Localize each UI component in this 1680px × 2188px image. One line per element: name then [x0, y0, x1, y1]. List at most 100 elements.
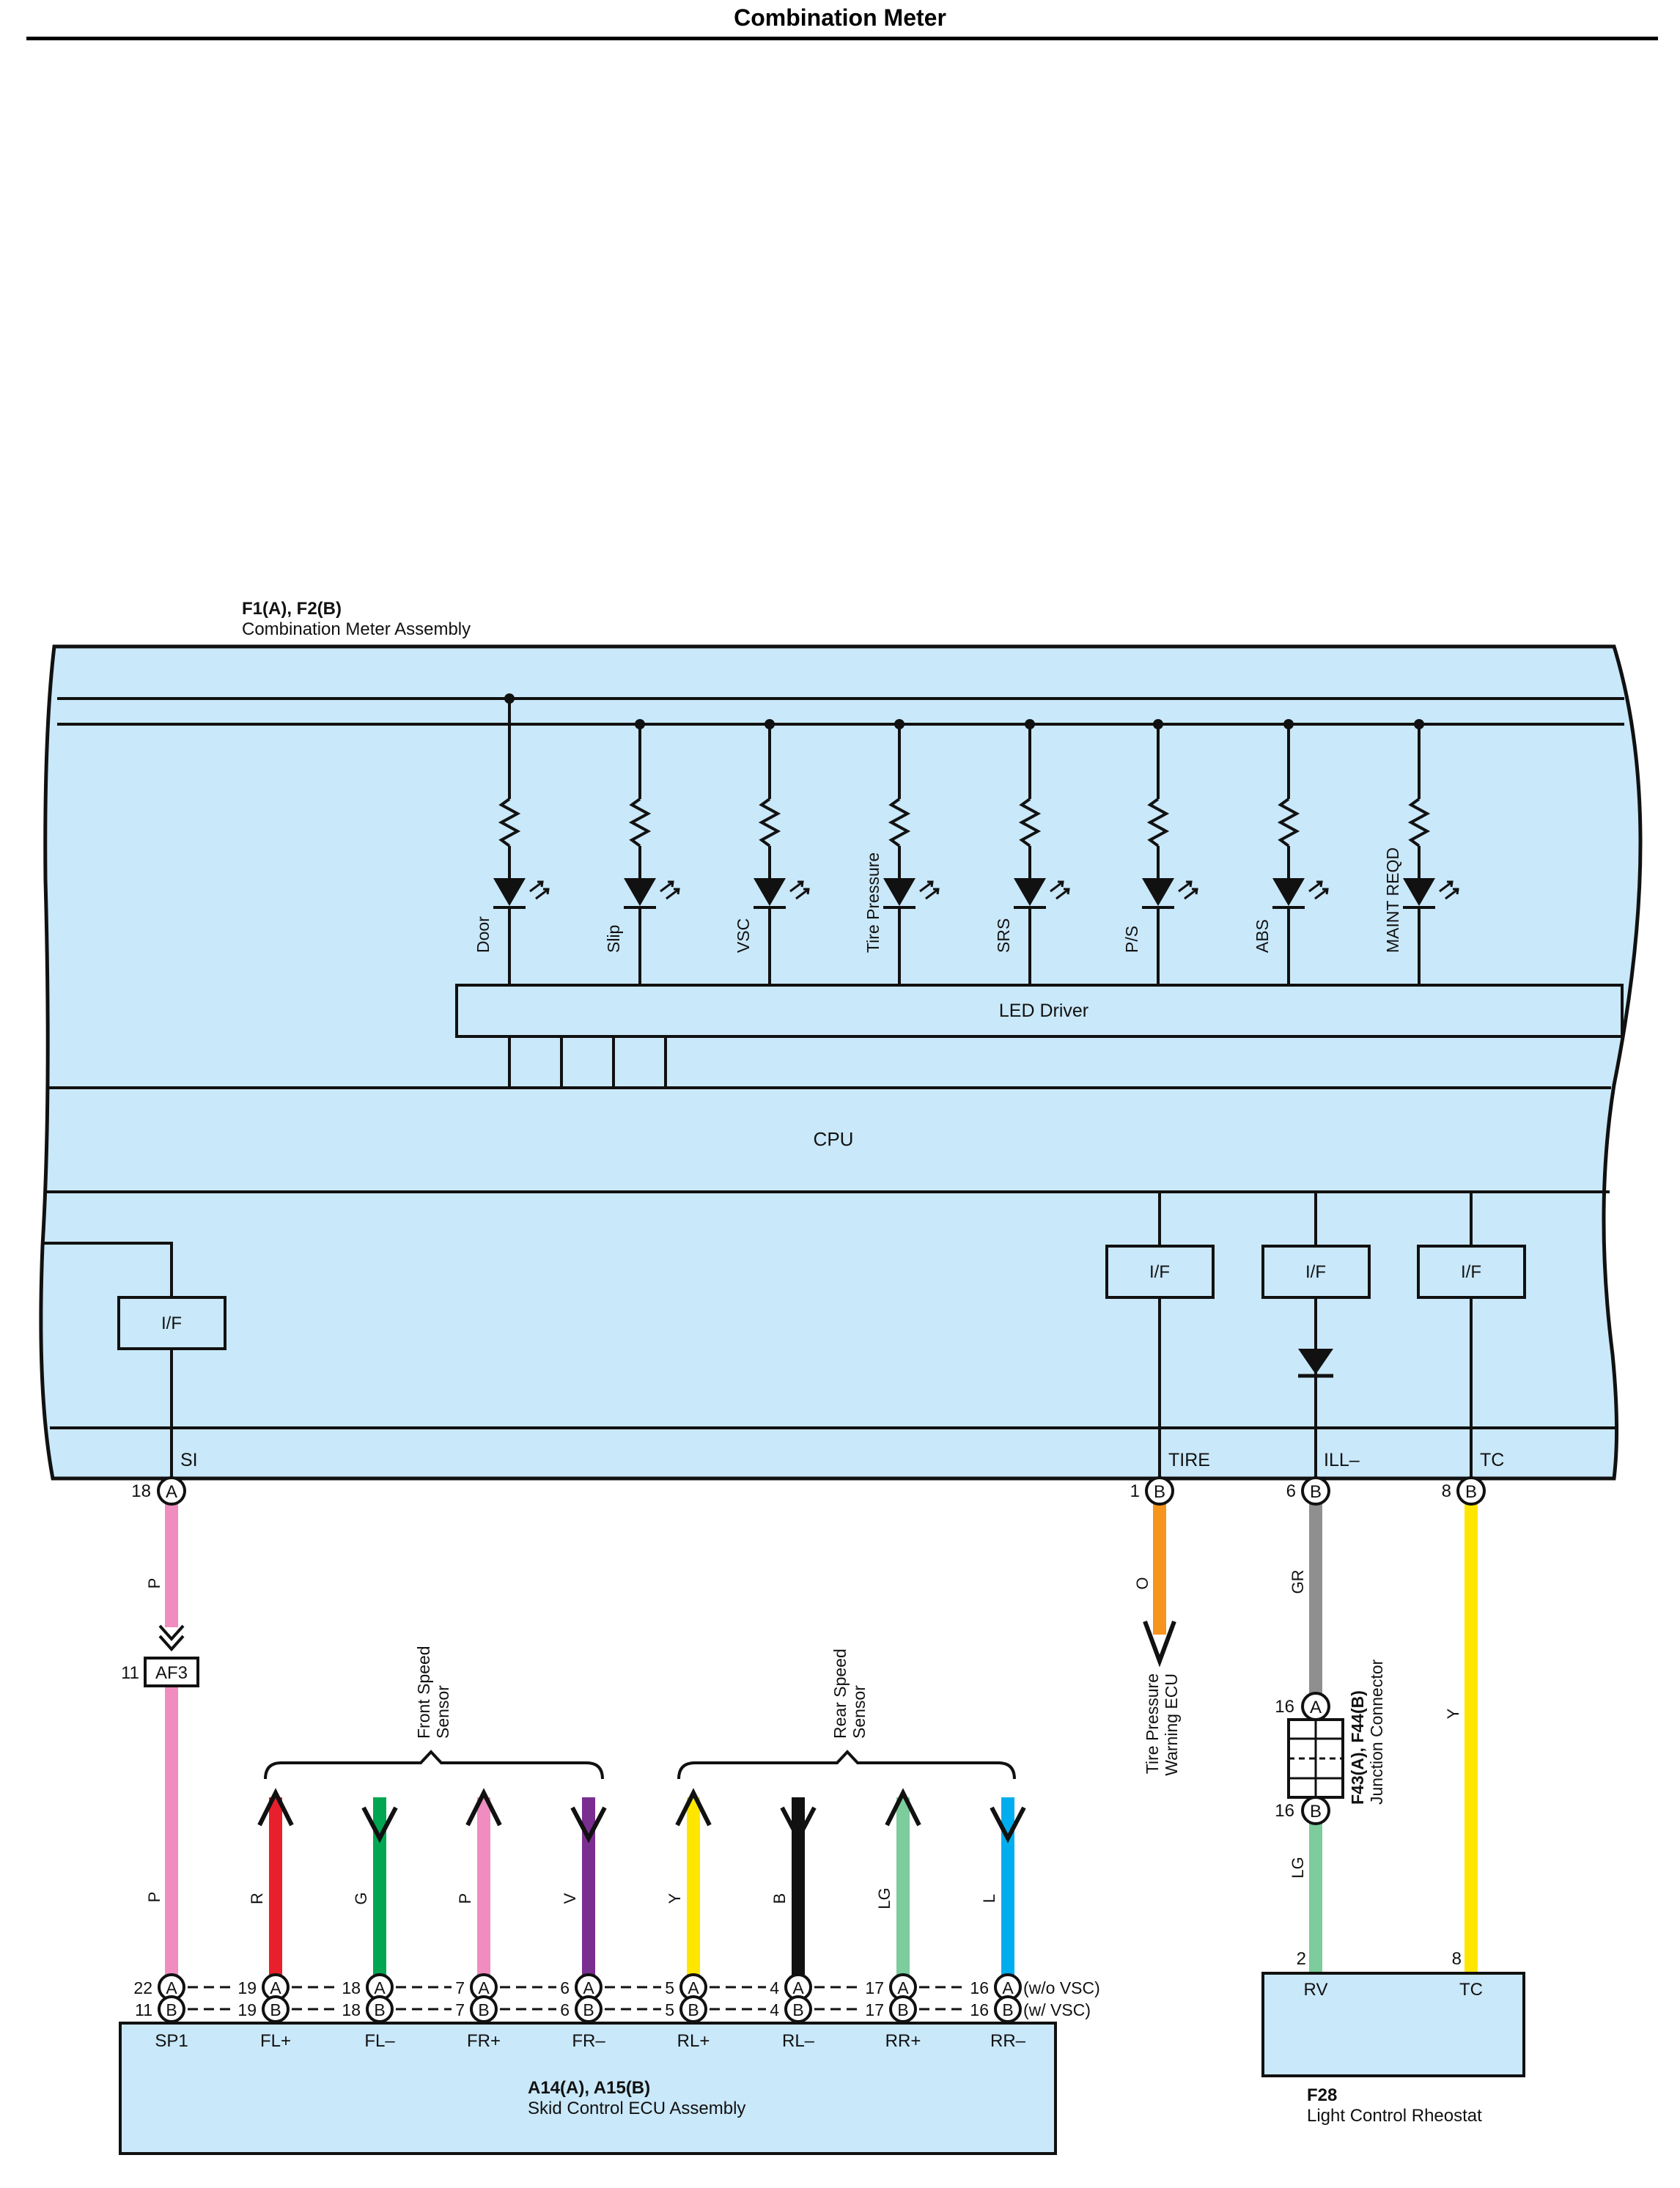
wire-si-lower-color: P	[145, 1892, 163, 1903]
ill-interface-label: I/F	[1305, 1262, 1326, 1282]
tire-interface-box	[1105, 1245, 1215, 1299]
wire-color-code: P	[456, 1893, 474, 1904]
led-indicator: Slip	[604, 719, 680, 985]
ecu-code: A14(A), A15(B)	[528, 2078, 650, 2098]
conn-b-letter: B	[270, 2000, 281, 2019]
terminal-tire: TIRE	[1168, 1450, 1210, 1470]
led-indicator: SRS	[994, 719, 1070, 985]
conn-b-letter: B	[897, 2000, 908, 2019]
led-label: VSC	[734, 918, 753, 953]
conn-a-letter: A	[270, 1978, 281, 1997]
rear-sensor-brace	[677, 1750, 1016, 1780]
af3-pin: 11	[121, 1663, 139, 1683]
title-rule	[26, 37, 1658, 40]
terminal-ill: ILL–	[1324, 1450, 1360, 1470]
led-indicator: Door	[474, 693, 550, 985]
led-label: ABS	[1253, 919, 1272, 953]
meter-name: Combination Meter Assembly	[242, 619, 471, 639]
tc-interface-box	[1417, 1245, 1526, 1299]
led-diode-icon	[1272, 878, 1305, 906]
variant-label-a: (w/o VSC)	[1023, 1978, 1100, 1997]
led-diode-icon	[883, 878, 915, 906]
junction-connector-grid	[1289, 1720, 1343, 1797]
ecu-terminal-name: FR–	[572, 2031, 605, 2051]
meter-pin-tire: B 1	[1130, 1476, 1174, 1506]
jc-pin-a: 16	[1275, 1697, 1294, 1717]
pin-a: 22	[133, 1978, 152, 1997]
jc-pin-b-circle	[1301, 1796, 1330, 1825]
front-sensor-label-2: Sensor	[433, 1685, 452, 1739]
led-label: SRS	[994, 918, 1013, 953]
pin-b: 17	[865, 2000, 884, 2019]
pin-a: 4	[770, 1978, 779, 1997]
ecu-terminal-name: FL+	[260, 2031, 291, 2051]
led-diode-icon	[624, 878, 656, 906]
rheostat-pin-rv: 2	[1297, 1949, 1306, 1969]
arrow-up-icon	[257, 1788, 294, 1827]
tc-interface-label: I/F	[1461, 1262, 1481, 1282]
variant-label-b: (w/ VSC)	[1023, 2000, 1091, 2019]
wire-color-code: L	[980, 1894, 998, 1903]
arrow-down-icon	[990, 1806, 1026, 1843]
meter-pin-ill: B 6	[1286, 1476, 1330, 1506]
arrow-up-icon	[465, 1788, 502, 1827]
wire-color-code: G	[352, 1892, 370, 1904]
pin-b: 18	[342, 2000, 361, 2019]
pin-a: 5	[665, 1978, 674, 1997]
wire-tc	[1465, 1501, 1478, 1973]
ecu-name: Skid Control ECU Assembly	[528, 2099, 745, 2118]
si-internal-wire	[43, 1242, 173, 1297]
jc-pin-b: 16	[1275, 1801, 1294, 1821]
wire-si-lower	[165, 1686, 178, 1994]
wire-tire-color: O	[1133, 1577, 1152, 1589]
svg-text:B: B	[1310, 1482, 1322, 1502]
terminal-si: SI	[180, 1450, 198, 1470]
led-light-icon	[1439, 880, 1454, 893]
meter-pin-tc: B 8	[1442, 1476, 1486, 1506]
si-interface-label: I/F	[161, 1314, 182, 1333]
conn-a-letter: A	[478, 1978, 490, 1997]
conn-b-letter: B	[1002, 2000, 1013, 2019]
led-indicator: VSC	[734, 719, 810, 985]
led-label: Slip	[604, 925, 623, 953]
skid-control-ecu-box	[119, 2022, 1057, 2155]
arrow-up-icon	[885, 1788, 921, 1827]
rheostat-pin-tc: 8	[1452, 1949, 1462, 1969]
led-light-icon	[919, 880, 934, 893]
rheostat-name: Light Control Rheostat	[1307, 2106, 1482, 2126]
meter-assembly-box	[39, 644, 1643, 1481]
wire-color-code: B	[770, 1893, 789, 1904]
conn-a-letter: A	[166, 1978, 177, 1997]
wire-color-code: Y	[666, 1893, 684, 1904]
rheostat-terminal-tc: TC	[1459, 1980, 1483, 2000]
conn-b-letter: B	[688, 2000, 699, 2019]
pin-b: 16	[970, 2000, 989, 2019]
tire-arrow-icon	[1143, 1620, 1176, 1668]
wire-si-upper	[165, 1501, 178, 1627]
led-label: Door	[474, 916, 493, 953]
ill-diode-icon	[1298, 1349, 1333, 1374]
wire-ill-upper-color: GR	[1289, 1570, 1307, 1594]
ecu-terminal-name: RR–	[990, 2031, 1026, 2051]
ecu-wires: AB2211SP1RAB1919FL+GAB1818FL–PAB77FR+VAB…	[133, 1788, 1100, 2051]
conn-a-letter: A	[1002, 1978, 1014, 1997]
led-indicator: P/S	[1122, 719, 1198, 985]
ecu-terminal-name: SP1	[155, 2031, 188, 2051]
arrow-down-icon	[780, 1806, 817, 1843]
conn-a-letter: A	[583, 1978, 594, 1997]
led-label: MAINT REQD	[1383, 847, 1402, 953]
page-title: Combination Meter	[734, 4, 946, 31]
wire-color-code: LG	[875, 1887, 894, 1909]
pin-b: 4	[770, 2000, 779, 2019]
ecu-terminal-name: RL+	[677, 2031, 710, 2051]
rheostat-terminal-rv: RV	[1304, 1980, 1328, 2000]
ecu-terminal-name: FR+	[467, 2031, 501, 2051]
led-diode-icon	[493, 878, 526, 906]
led-label: Tire Pressure	[863, 852, 883, 953]
